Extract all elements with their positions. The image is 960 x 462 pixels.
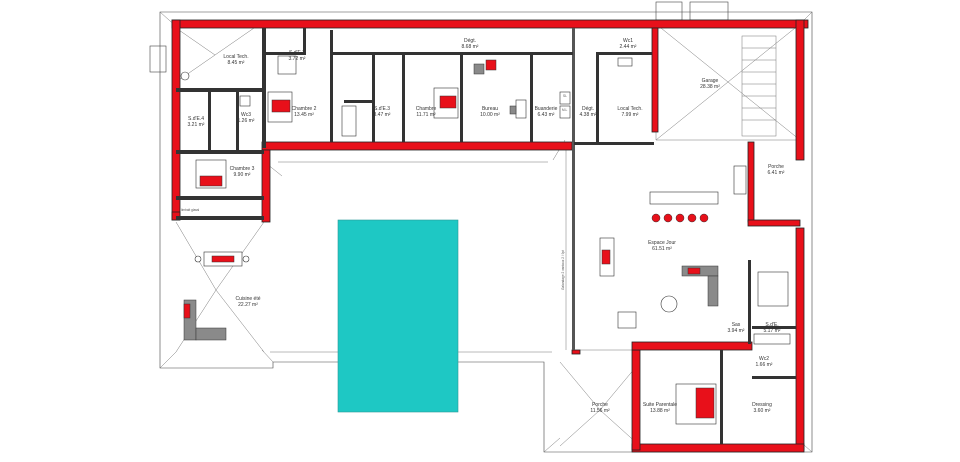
room-name-degt-2: Dégt. [582,106,594,112]
room-name-wc1: Wc1 [623,38,633,44]
vertical-annotation: Galandage 2 vantaux 2 / 9pt [561,250,565,290]
room-area-sde2: 3.72 m² [289,56,306,62]
room-name-wc2: Wc2 [759,356,769,362]
room-area-buanderie: 6.43 m² [538,112,555,118]
appliance-sl-label: SL [563,94,567,98]
room-area-garage: 28.38 m² [700,84,720,90]
room-name-sde4: S.d'E.4 [188,116,204,122]
room-name-garage: Garage [702,78,719,84]
room-name-chambre: Chambre [416,106,437,112]
room-area-sas: 3.94 m² [728,328,745,334]
exterior-walls [171,19,809,453]
room-name-cuisine-ete: Cuisine été [235,296,260,302]
annotations: limbalt glassl Galandage 2 vantaux 2 / 9… [181,94,568,290]
appliance-ml-label: M.L [562,108,568,112]
room-area-cuisine-ete: 22.27 m² [238,302,258,308]
room-name-sas: Sas [732,322,741,328]
room-area-bureau: 10.00 m² [480,112,500,118]
room-name-suite: Suite Parentale [643,402,677,408]
room-name-porche-1: Porche [768,164,784,170]
room-area-sde: 5.17 m² [764,328,781,334]
room-area-porche-1: 6.41 m² [768,170,785,176]
room-name-wc3: Wc3 [241,112,251,118]
room-name-chambre3: Chambre 3 [230,166,255,172]
room-labels: Local Tech. 8.45 m² S.d'E.2 3.72 m² Dégt… [188,38,785,414]
room-name-sde: S.d'E. [765,322,778,328]
room-name-bureau: Bureau [482,106,498,112]
room-area-local-tech-2: 7.99 m² [622,112,639,118]
room-area-chambre2: 13.45 m² [294,112,314,118]
tiny-annotation: limbalt glassl [181,208,200,212]
room-area-porche-2: 11.56 m² [590,408,610,414]
room-name-dressing: Dressing [752,402,772,408]
room-area-chambre3: 9.90 m² [234,172,251,178]
room-area-espace-jour: 61.51 m² [652,246,672,252]
room-area-wc3: 1.26 m² [238,118,255,124]
room-name-degt-1: Dégt. [464,38,476,44]
room-area-local-tech-1: 8.45 m² [228,60,245,66]
room-area-wc2: 1.66 m² [756,362,773,368]
room-area-degt-1: 8.68 m² [462,44,479,50]
room-area-degt-2: 4.38 m² [580,112,597,118]
interior-partitions [176,28,796,444]
room-name-sde2: S.d'E.2 [289,50,305,56]
room-name-local-tech-2: Local Tech. [617,106,642,112]
room-area-suite: 13.88 m² [650,408,670,414]
room-area-chambre: 11.71 m² [416,112,436,118]
room-area-sde4: 3.21 m² [188,122,205,128]
room-area-wc1: 2.44 m² [620,44,637,50]
room-name-chambre2: Chambre 2 [292,106,317,112]
room-name-espace-jour: Espace Jour [648,240,676,246]
room-area-dressing: 3.60 m² [754,408,771,414]
furniture [180,55,791,425]
room-name-porche-2: Porche [592,402,608,408]
room-name-buanderie: Buanderie [535,106,558,112]
room-name-local-tech-1: Local Tech. [223,54,248,60]
room-name-sde3: S.d'E.3 [374,106,390,112]
swimming-pool [337,219,459,413]
room-area-sde3: 3.47 m² [374,112,391,118]
